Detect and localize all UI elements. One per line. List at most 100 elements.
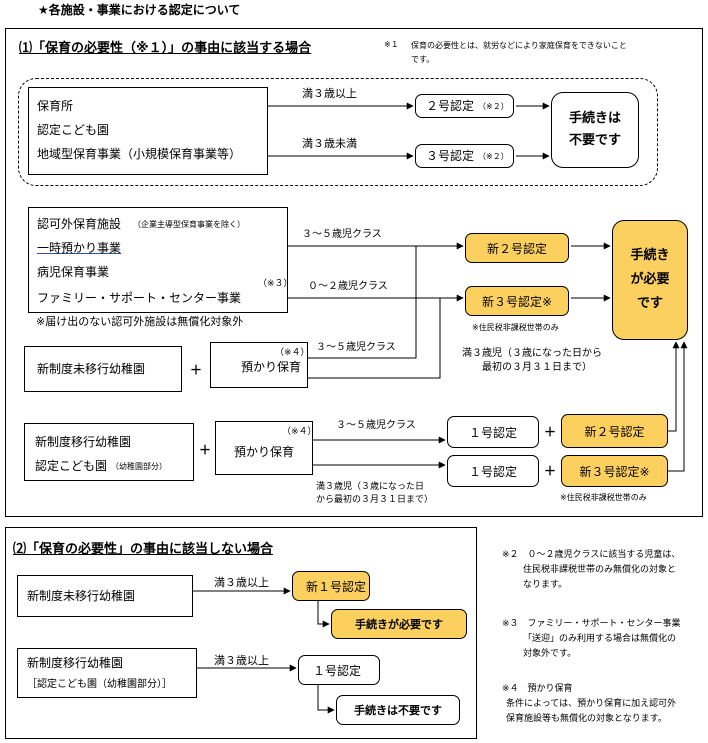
s2-row2-result-box: 手続きは不要です <box>336 695 460 725</box>
page-title: ★各施設・事業における認定について <box>38 3 241 17</box>
note3-line1: ※３ ファミリー・サポート・センター事業 <box>502 619 681 629</box>
group3-azukari-note: （※４） <box>275 348 310 358</box>
facility-chiikigata: 地域型保育事業（小規模保育事業等） <box>37 147 242 161</box>
cert3-label: ３号認定 <box>426 149 475 163</box>
group4-label-35: ３～５歳児クラス <box>336 420 416 431</box>
s2-row2-age-label: 満３歳以上 <box>214 654 269 667</box>
group4-cert1a-box: １号認定 <box>447 416 539 448</box>
cert3-box: ３号認定 （※２） <box>415 144 514 168</box>
new2-box: 新２号認定 <box>465 233 569 263</box>
note4-line2: 条件によっては、預かり保育に加え認可外 <box>506 699 677 709</box>
group2-facility-box: 認可外保育施設 （企業主導型保育事業を除く） 一時預かり事業 病児保育事業 ファ… <box>28 207 293 313</box>
group4-new2-box: 新２号認定 <box>561 414 668 448</box>
cert2-label: ２号認定 <box>426 99 475 113</box>
group2-label-35: ３～５歳児クラス <box>302 229 382 240</box>
facility-kodomoen: 認定こども園 <box>37 123 110 137</box>
group4-plus-2a: ＋ <box>544 425 557 439</box>
group4-label-m3-line1: 満３歳児（３歳になった日 <box>316 482 425 492</box>
s2-row2-facility2-label: ［認定こども園（幼稚園部分）］ <box>27 679 172 690</box>
group4-plus-2b: ＋ <box>544 464 557 478</box>
result-not-required-line1: 手続きは <box>568 111 621 126</box>
note3-line3: 対象外です。 <box>523 649 577 659</box>
group4-cert1a-label: １号認定 <box>468 425 517 440</box>
section1-heading: ⑴「保育の必要性（※１）」の事由に該当する場合 <box>19 41 312 56</box>
group1-dashed-frame <box>18 78 658 186</box>
facility-hoikusho: 保育所 <box>37 99 74 113</box>
s2-row2-cert-box: １号認定 <box>298 655 380 685</box>
s2-row2-down <box>317 685 335 714</box>
facility-famisapo: ファミリー・サポート・センター事業 <box>37 291 242 305</box>
result-required-line3: です <box>636 296 663 311</box>
s2-row2-facility-box: 新制度移行幼稚園 ［認定こども園（幼稚園部分）］ <box>17 648 197 698</box>
s2-row1-result-label: 手続きが必要です <box>355 618 443 631</box>
note4-line1: ※４ 預かり保育 <box>502 684 573 694</box>
cert3-note: （※２） <box>478 152 509 161</box>
group3-azukari-label: 預かり保育 <box>241 360 302 374</box>
s2-row2-result-label: 手続きは不要です <box>354 704 442 717</box>
note2-line1: ※２ ０～２歳児クラスに該当する児童は、 <box>502 550 681 560</box>
result-not-required-line2: 不要です <box>568 133 621 148</box>
group3-line-35 <box>308 246 417 359</box>
note4-line3: 保育施設等も無償化の対象となります。 <box>506 714 667 724</box>
group4-new3-box: 新３号認定※ <box>561 455 668 487</box>
group4-new3-label: 新３号認定※ <box>579 464 650 479</box>
note3-line2: 「送迎」のみ利用する場合は無償化の <box>523 634 677 644</box>
group4-new2-up <box>668 341 680 432</box>
s2-row1-age-label: 満３歳以上 <box>214 576 269 589</box>
group4-cert1b-label: １号認定 <box>468 464 517 479</box>
new2-label: 新２号認定 <box>486 241 547 256</box>
s2-row1-down <box>317 601 330 628</box>
group3-kinder-label: 新制度未移行幼稚園 <box>37 362 146 376</box>
result-not-required-box: 手続きは 不要です <box>551 92 639 168</box>
group4-new3-up <box>668 341 688 472</box>
note2-line3: なります。 <box>523 580 568 590</box>
facility-ichiji: 一時預かり事業 <box>37 241 122 255</box>
facility-byoji: 病児保育事業 <box>37 265 110 279</box>
result-required-box: 手続き が必要 です <box>612 220 688 340</box>
note1-line2: です。 <box>411 55 435 64</box>
group3-azukari-box: （※４） 預かり保育 <box>210 342 310 388</box>
group4-kodomoen-label: 認定こども園 <box>35 459 108 473</box>
group2-label-02: ０～２歳児クラス <box>308 281 388 292</box>
group4-new2-label: 新２号認定 <box>584 424 645 439</box>
note2-line2: 住民税非課税世帯のみ無償化の対象と <box>523 565 677 575</box>
group4-cert1b-box: １号認定 <box>447 455 539 487</box>
group3-label-35: ３～５歳児クラス <box>316 342 396 353</box>
label-under3: 満３歳未満 <box>302 137 357 150</box>
note1-mark: ※１ <box>384 40 399 49</box>
group2-footnote: ※届け出のない認可外施設は無償化対象外 <box>36 315 244 328</box>
group4-azukari-label: 預かり保育 <box>234 445 295 459</box>
facility-ninkagai: 認可外保育施設 <box>37 217 122 231</box>
group4-kodomoen-note: （幼稚園部分） <box>111 462 167 471</box>
cert2-box: ２号認定 （※２） <box>415 94 514 118</box>
new3-box: 新３号認定※ <box>465 286 569 316</box>
s2-row1-cert-box: 新１号認定 <box>292 571 370 601</box>
new3-note: ※住民税非課税世帯のみ <box>472 323 559 332</box>
group4-facility-box: 新制度移行幼稚園 認定こども園 （幼稚園部分） <box>24 423 194 481</box>
group4-azukari-note: （※４） <box>282 427 317 437</box>
group3-line-m3 <box>308 298 441 379</box>
group3-label-m3-line2: 最初の３月３１日まで） <box>482 362 592 373</box>
facility-ninkagai-note: （企業主導型保育事業を除く） <box>133 220 245 229</box>
group4-azukari-box: （※４） 預かり保育 <box>215 421 317 475</box>
group3-plus: ＋ <box>190 363 203 377</box>
s2-row1-facility-label: 新制度未移行幼稚園 <box>27 589 136 603</box>
group4-label-m3-line2: から最初の３月３１日まで） <box>316 495 434 505</box>
s2-row1-facility-box: 新制度未移行幼稚園 <box>17 575 193 617</box>
s2-row1-cert-label: 新１号認定 <box>306 580 367 594</box>
group4-new3-note: ※住民税非課税世帯のみ <box>560 493 647 502</box>
group3-kinder-box: 新制度未移行幼稚園 <box>24 346 182 392</box>
result-required-line1: 手続き <box>630 248 670 263</box>
s2-row1-result-box: 手続きが必要です <box>331 609 467 639</box>
group4-plus: ＋ <box>199 443 212 457</box>
s2-row2-cert-label: １号認定 <box>313 664 362 678</box>
s2-row2-facility-label: 新制度移行幼稚園 <box>27 656 124 670</box>
facility-famisapo-note: （※３） <box>258 279 293 289</box>
note1-line1: 保育の必要性とは、就労などにより家庭保育をできないこと <box>411 41 627 50</box>
cert2-note: （※２） <box>478 102 509 111</box>
result-required-line2: が必要 <box>630 272 670 287</box>
section2-heading: ⑵「保育の必要性」の事由に該当しない場合 <box>13 542 274 557</box>
new3-label: 新３号認定※ <box>481 294 553 309</box>
group1-facility-box: 保育所 認定こども園 地域型保育事業（小規模保育事業等） <box>28 87 268 175</box>
